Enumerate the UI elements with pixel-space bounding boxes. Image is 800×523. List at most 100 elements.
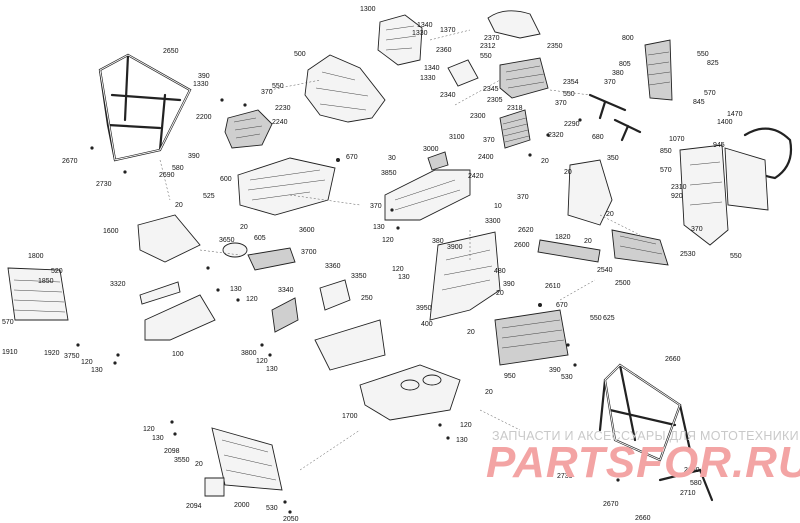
- callout-580: 580: [172, 165, 184, 172]
- callout-570: 570: [2, 319, 14, 326]
- callout-130: 130: [456, 437, 468, 444]
- callout-2310: 2310: [671, 184, 687, 191]
- part-2620: [537, 239, 601, 263]
- callout-20: 20: [485, 389, 493, 396]
- part-2200: [224, 109, 273, 149]
- callout-130: 130: [91, 367, 103, 374]
- callout-1470: 1470: [727, 111, 743, 118]
- part-3600: [247, 247, 296, 271]
- callout-400: 400: [421, 321, 433, 328]
- callout-950: 950: [504, 373, 516, 380]
- callout-1850: 1850: [38, 278, 54, 285]
- callout-1400: 1400: [717, 119, 733, 126]
- callout-2290: 2290: [564, 121, 580, 128]
- callout-2098: 2098: [164, 448, 180, 455]
- callout-2690: 2690: [159, 172, 175, 179]
- callout-500: 500: [294, 51, 306, 58]
- callout-1820: 1820: [555, 234, 571, 241]
- callout-825: 825: [707, 60, 719, 67]
- callout-2730: 2730: [557, 473, 573, 480]
- callout-130: 130: [230, 286, 242, 293]
- callout-1340: 1340: [424, 65, 440, 72]
- callout-2670: 2670: [62, 158, 78, 165]
- part-1600: [137, 214, 201, 263]
- callout-525: 525: [203, 193, 215, 200]
- callout-130: 130: [398, 274, 410, 281]
- callout-1330: 1330: [193, 81, 209, 88]
- callout-120: 120: [392, 266, 404, 273]
- callout-550: 550: [563, 91, 575, 98]
- callout-3800: 3800: [241, 350, 257, 357]
- callout-2370: 2370: [484, 35, 500, 42]
- callout-20: 20: [195, 461, 203, 468]
- callout-labels: 1300 1340 1330 1370 2350 1340 1330 500 2…: [2, 6, 743, 523]
- callout-570: 570: [704, 90, 716, 97]
- callout-2610: 2610: [545, 283, 561, 290]
- callout-1700: 1700: [342, 413, 358, 420]
- callout-3100: 3100: [449, 134, 465, 141]
- part-850: [679, 144, 729, 246]
- fastener-dots: [76, 98, 620, 514]
- callout-370: 370: [555, 100, 567, 107]
- callout-550: 550: [590, 315, 602, 322]
- part-1300: [377, 14, 423, 66]
- part-2094: [204, 477, 225, 497]
- callout-550: 550: [480, 53, 492, 60]
- callout-2710: 2710: [680, 490, 696, 497]
- callout-20: 20: [564, 169, 572, 176]
- part-3350: [319, 279, 351, 311]
- callout-2420: 2420: [468, 173, 484, 180]
- callout-2730: 2730: [96, 181, 112, 188]
- callout-20: 20: [467, 329, 475, 336]
- callout-120: 120: [382, 237, 394, 244]
- callout-1340: 1340: [417, 22, 433, 29]
- callout-390: 390: [549, 367, 561, 374]
- callout-250: 250: [361, 295, 373, 302]
- callout-2354: 2354: [563, 79, 579, 86]
- callout-20: 20: [240, 224, 248, 231]
- callout-3950: 3950: [416, 305, 432, 312]
- callout-2350: 2350: [547, 43, 563, 50]
- callout-805: 805: [619, 61, 631, 68]
- callout-390: 390: [198, 73, 210, 80]
- callout-2500: 2500: [615, 280, 631, 287]
- callout-550: 550: [697, 51, 709, 58]
- callout-370: 370: [604, 79, 616, 86]
- callout-800: 800: [622, 35, 634, 42]
- callout-920: 920: [671, 193, 683, 200]
- callout-100: 100: [172, 351, 184, 358]
- part-500: [304, 54, 386, 123]
- callout-530: 530: [561, 374, 573, 381]
- callout-2620: 2620: [518, 227, 534, 234]
- part-1070: [724, 147, 769, 211]
- callout-20: 20: [175, 202, 183, 209]
- part-2000: [211, 427, 283, 491]
- watermark-logo: PARTSFOR.RU: [486, 438, 800, 487]
- callout-3350: 3350: [351, 273, 367, 280]
- callout-2360: 2360: [436, 47, 452, 54]
- callout-2240: 2240: [272, 119, 288, 126]
- watermark: ЗАПЧАСТИ И АКСЕССУАРЫ ДЛЯ МОТОТЕХНИКИ PA…: [486, 429, 800, 487]
- callout-380: 380: [432, 238, 444, 245]
- callout-390: 390: [188, 153, 200, 160]
- callout-120: 120: [143, 426, 155, 433]
- callout-1910: 1910: [2, 349, 18, 356]
- callout-20: 20: [584, 238, 592, 245]
- callout-625: 625: [603, 315, 615, 322]
- callout-2094: 2094: [186, 503, 202, 510]
- callout-845: 845: [693, 99, 705, 106]
- part-3900: [429, 231, 501, 321]
- callout-3650: 3650: [219, 237, 235, 244]
- callout-2300: 2300: [470, 113, 486, 120]
- part-950: [494, 309, 569, 366]
- callout-2660: 2660: [635, 515, 651, 522]
- callout-680: 680: [592, 134, 604, 141]
- callout-2312: 2312: [480, 43, 496, 50]
- callout-390: 390: [503, 281, 515, 288]
- callout-20: 20: [606, 211, 614, 218]
- callout-20: 20: [496, 290, 504, 297]
- callout-10: 10: [494, 203, 502, 210]
- callout-570: 570: [660, 167, 672, 174]
- part-680: [588, 93, 642, 142]
- callout-2230: 2230: [275, 105, 291, 112]
